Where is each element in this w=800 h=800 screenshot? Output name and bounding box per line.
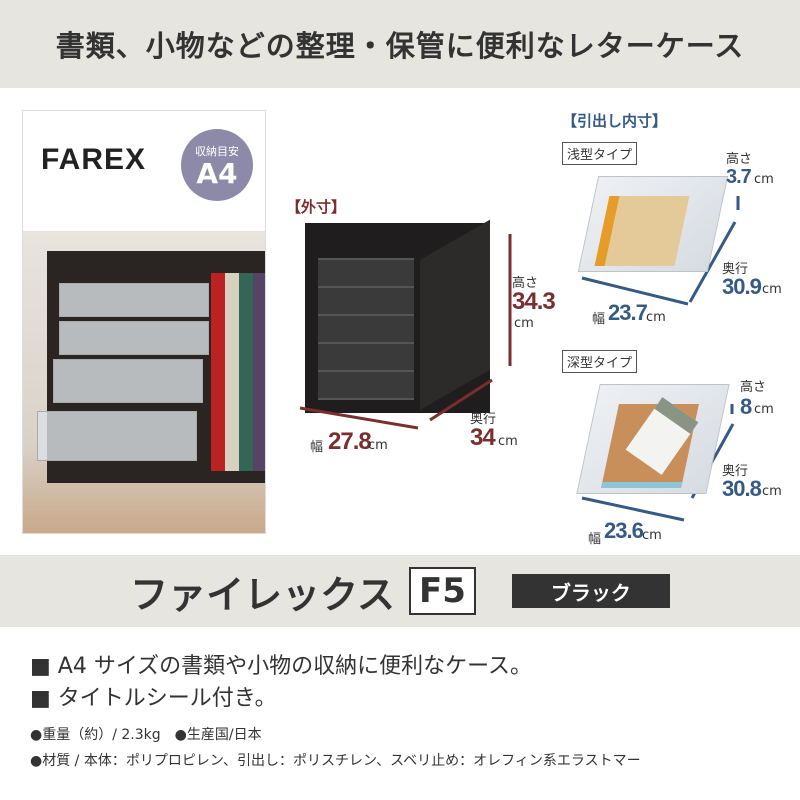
shallow-depth-unit: cm: [762, 282, 782, 297]
product-name: ファイレックス: [130, 572, 395, 617]
product-photo: FAREX 収納目安 A4: [22, 110, 266, 534]
outer-label: 【外寸】: [286, 198, 347, 216]
outer-height-unit: cm: [514, 316, 534, 331]
spec-line: ●材質 / 本体：ポリプロピレン、引出し：ポリスチレン、スベリ止め：オレフィン系…: [30, 753, 641, 769]
headline: 書類、小物などの整理・保管に便利なレターケース: [55, 29, 745, 63]
shallow-height-label: 高さ: [726, 152, 753, 167]
deep-height-value: 8: [740, 394, 752, 419]
shallow-width-label: 幅: [592, 312, 606, 327]
spec-line: ●重量（約）/ 2.3kg ●生産国/日本: [30, 727, 262, 743]
books-image: [211, 273, 265, 471]
product-name-band: ファイレックス F5 ブラック: [0, 555, 800, 627]
deep-width-value: 23.6: [604, 518, 644, 543]
shallow-height-unit: cm: [754, 172, 774, 187]
deep-height-unit: cm: [754, 402, 774, 417]
deep-depth-label: 奥行: [722, 464, 749, 479]
deep-height-label: 高さ: [740, 380, 767, 395]
brand-logo: FAREX: [41, 143, 147, 176]
shallow-depth-value: 30.9: [722, 274, 762, 299]
shallow-width-value: 23.7: [608, 300, 648, 325]
badge-caption: 収納目安: [195, 145, 239, 158]
case-drawers: [318, 258, 414, 400]
deep-depth-unit: cm: [762, 484, 782, 499]
model-number: F5: [408, 567, 476, 615]
deep-width-label: 幅: [588, 532, 602, 547]
feature-item: ■ A4 サイズの書類や小物の収納に便利なケース。: [30, 654, 533, 679]
outer-width-unit: cm: [368, 438, 388, 453]
deep-type-label: 深型タイプ: [562, 350, 638, 373]
shallow-height-value: 3.7: [726, 166, 752, 188]
outer-width-label: 幅: [310, 440, 324, 455]
deep-width-unit: cm: [642, 528, 662, 543]
inner-label: 【引出し内寸】: [562, 112, 668, 130]
shallow-type-label: 浅型タイプ: [562, 142, 638, 165]
outer-depth-value: 34: [470, 424, 496, 451]
outer-height-label: 高さ: [512, 276, 539, 291]
color-label: ブラック: [511, 574, 670, 608]
outer-height-value: 34.3: [512, 288, 556, 315]
outer-depth-unit: cm: [498, 434, 518, 449]
drawer-image: [53, 359, 203, 403]
drawer-image: [59, 321, 209, 355]
shallow-width-unit: cm: [646, 310, 666, 325]
shallow-depth-label: 奥行: [722, 262, 749, 277]
a4-badge: 収納目安 A4: [181, 129, 253, 201]
outer-width-value: 27.8: [328, 428, 372, 455]
badge-size: A4: [196, 157, 238, 190]
drawer-image: [59, 283, 209, 317]
headline-band: 書類、小物などの整理・保管に便利なレターケース: [0, 0, 800, 88]
outer-depth-label: 奥行: [470, 412, 497, 427]
feature-item: ■ タイトルシール付き。: [30, 686, 277, 711]
drawer-image: [37, 411, 197, 461]
notebook-image: [594, 196, 690, 266]
deep-depth-value: 30.8: [722, 476, 762, 501]
